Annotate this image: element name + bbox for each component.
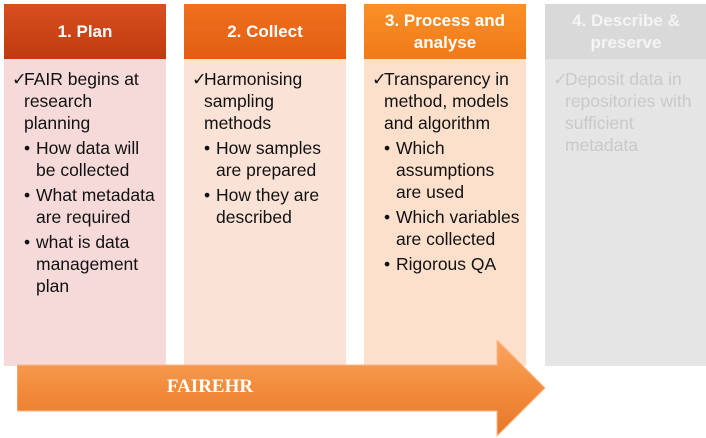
arrow-shape [17, 340, 546, 437]
bullet-icon: • [384, 254, 391, 274]
bullet-icon: • [24, 138, 31, 158]
check-icon: ✓ [192, 69, 207, 89]
bullet-item: •what is data management plan [24, 232, 139, 296]
bullet-icon: • [204, 185, 211, 205]
stage-body-process: ✓ Transparency in method, models and alg… [364, 59, 526, 366]
stage-collect: 2. Collect ✓ Harmonising sampling method… [184, 4, 346, 366]
bullet-icon: • [384, 207, 391, 227]
bullet-item: •How samples are prepared [204, 138, 322, 180]
stage-describe: 4. Describe & preserve ✓ Deposit data in… [545, 4, 706, 366]
bullet-item: •What metadata are required [24, 185, 155, 227]
check-item: ✓ FAIR begins at research planning [12, 69, 139, 133]
stage-plan: 1. Plan ✓ FAIR begins at research planni… [4, 4, 166, 366]
bullet-item: •Which assumptions are used [384, 138, 495, 202]
stage-body-collect: ✓ Harmonising sampling methods •How samp… [184, 59, 346, 366]
check-item: ✓ Transparency in method, models and alg… [372, 69, 509, 133]
stage-header-collect: 2. Collect [184, 4, 346, 59]
stage-process: 3. Process and analyse ✓ Transparency in… [364, 4, 526, 366]
bullet-item: •Rigorous QA [384, 254, 497, 274]
bullet-item: •How data will be collected [24, 138, 140, 180]
bullet-icon: • [204, 138, 211, 158]
bullet-item: •Which variables are collected [384, 207, 520, 249]
check-item: ✓ Harmonising sampling methods [192, 69, 303, 133]
check-item: ✓ Deposit data in repositories with suff… [553, 69, 692, 155]
stage-header-plan: 1. Plan [4, 4, 166, 59]
stage-body-describe: ✓ Deposit data in repositories with suff… [545, 59, 706, 366]
stage-header-describe: 4. Describe & preserve [545, 4, 706, 59]
check-icon: ✓ [553, 69, 568, 89]
bullet-icon: • [384, 138, 391, 158]
check-icon: ✓ [372, 69, 387, 89]
fairehr-arrow [17, 340, 546, 437]
arrow-label: FAIREHR [166, 376, 254, 397]
stage-body-plan: ✓ FAIR begins at research planning •How … [4, 59, 166, 366]
stage-header-process: 3. Process and analyse [364, 4, 526, 59]
bullet-icon: • [24, 185, 31, 205]
check-icon: ✓ [12, 69, 27, 89]
bullet-item: •How they are described [204, 185, 320, 227]
bullet-icon: • [24, 232, 31, 252]
